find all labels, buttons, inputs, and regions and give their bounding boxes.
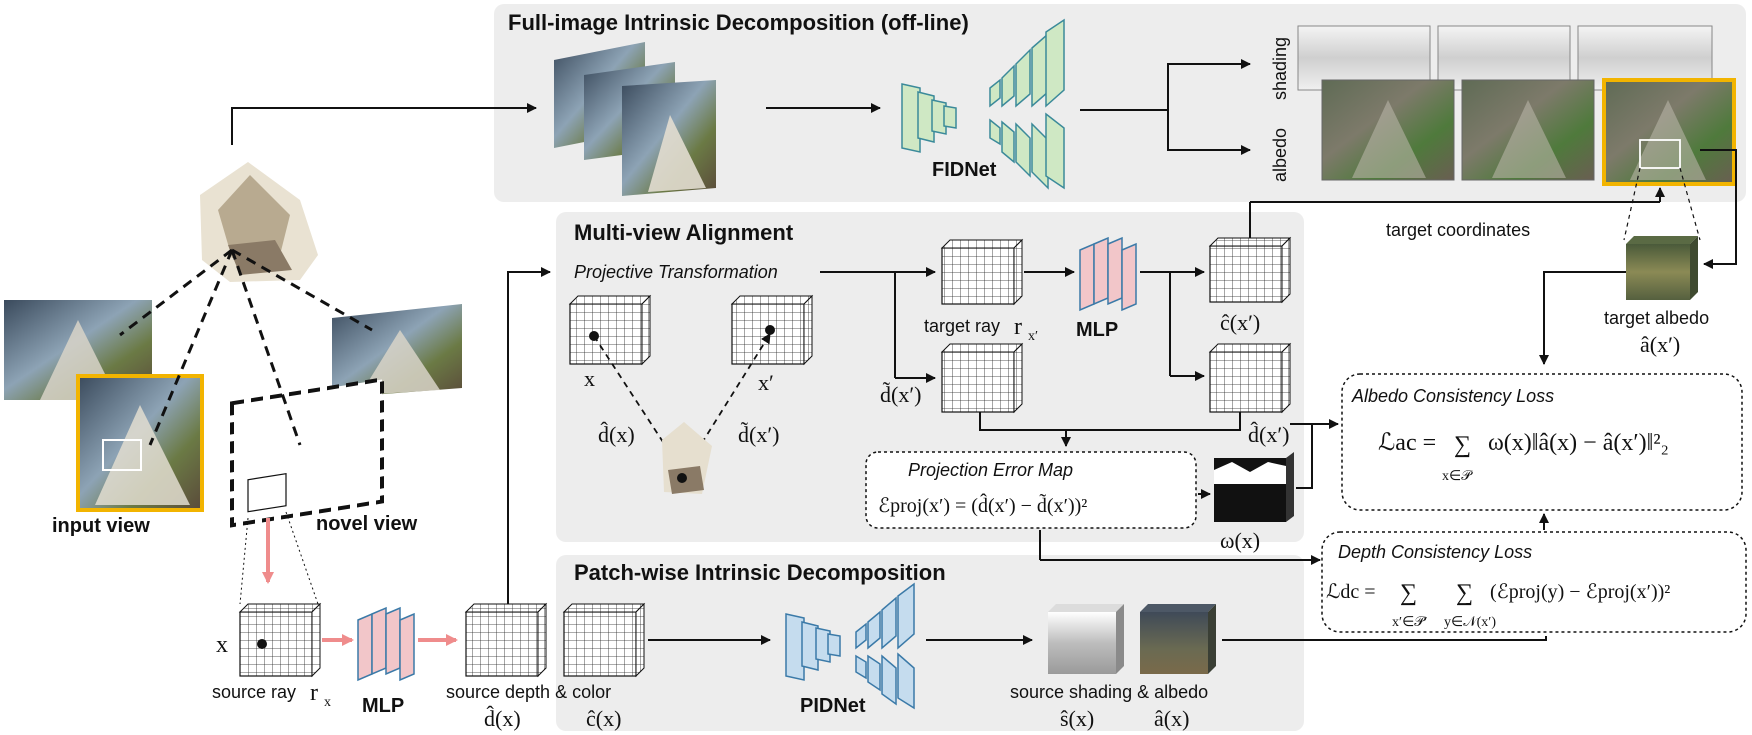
math-dc-sum2-sub: y∈𝒩(x′) <box>1444 615 1496 630</box>
depth-consistency-box <box>1321 531 1747 633</box>
to-projection-error <box>979 412 1241 447</box>
fidnet-output-branch <box>1080 59 1251 155</box>
grid-x <box>568 294 652 366</box>
target-albedo-map[interactable] <box>1602 78 1736 186</box>
math-x-prime: x′ <box>758 370 774 395</box>
to-albedo-loss <box>1290 419 1339 489</box>
math-x: x <box>584 366 595 391</box>
grid-x-prime <box>730 294 814 366</box>
source-depth-grid <box>464 602 548 678</box>
projection-error-label: Projection Error Map <box>908 460 1073 480</box>
arrow-scene-to-full <box>231 103 537 145</box>
camera-rays <box>119 248 373 446</box>
sum-dc-1: ∑ <box>1400 580 1417 606</box>
sum-dc-2: ∑ <box>1456 580 1473 606</box>
panel-title-full-image: Full-image Intrinsic Decomposition (off-… <box>508 10 969 35</box>
target-ray-grid <box>940 238 1024 306</box>
input-image-stack <box>554 42 716 196</box>
math-dc-sum1-sub: x′∈𝒫′ <box>1392 615 1427 630</box>
math-r-x-sub: x <box>324 695 331 710</box>
input-view-label: input view <box>52 515 150 537</box>
depth-consistency-label: Depth Consistency Loss <box>1338 542 1532 562</box>
projective-transformation-label: Projective Transformation <box>574 262 778 282</box>
source-ray-label: source ray <box>212 682 296 702</box>
input-view-photo[interactable] <box>76 374 204 512</box>
source-shading-block <box>1048 604 1124 674</box>
math-ac-sum-sub: x∈𝒫 <box>1442 469 1473 484</box>
source-depth-color-label: source depth & color <box>446 682 611 702</box>
novel-view-patch-guides <box>239 511 319 605</box>
fidnet-label: FIDNet <box>932 159 997 181</box>
mlp-bottom-block[interactable] <box>357 606 415 682</box>
novel-view-label: novel view <box>316 513 418 535</box>
projection-error-box <box>865 451 1197 529</box>
depth-grid-xp-right <box>1208 342 1292 414</box>
arrow-albedo-to-loss <box>1222 636 1547 641</box>
math-c-hat-xp: ĉ(x′) <box>1220 310 1260 335</box>
math-d-tilde-xp-left: d̃(x′) <box>880 382 921 407</box>
source-shading-albedo-label: source shading & albedo <box>1010 682 1208 702</box>
math-c-hat-x-bottom: ĉ(x) <box>586 706 621 731</box>
target-coordinates-label: target coordinates <box>1386 220 1530 240</box>
math-r-xp: r <box>1014 314 1022 340</box>
math-d-tilde-xp: d̃(x′) <box>738 422 779 447</box>
math-r-x: r <box>310 680 318 706</box>
novel-view-patch <box>247 473 287 513</box>
arrow-albedo-to-target <box>1700 149 1737 269</box>
small-scene <box>662 422 712 494</box>
math-dc-lhs: ℒdc = <box>1326 581 1376 603</box>
math-a-hat-xp: â(x′) <box>1640 332 1680 357</box>
albedo-label: albedo <box>1270 128 1290 182</box>
fidnet-block[interactable] <box>901 18 1065 190</box>
math-d-hat-x: d̂(x) <box>598 422 635 447</box>
math-ac-lhs: ℒac = <box>1378 430 1436 456</box>
target-albedo-block <box>1626 236 1698 300</box>
pidnet-label: PIDNet <box>800 695 866 717</box>
target-albedo-label: target albedo <box>1604 308 1709 328</box>
right-view-photo <box>332 304 462 398</box>
mlp-top-label: MLP <box>1076 319 1118 341</box>
mlp-top-block[interactable] <box>1079 236 1137 312</box>
math-ac-rhs: ω(x)‖â(x) − â(x′)‖²₂ <box>1488 430 1669 456</box>
shading-label: shading <box>1270 37 1290 100</box>
math-omega-x: ω(x) <box>1220 528 1260 553</box>
panel-title-patch-wise: Patch-wise Intrinsic Decomposition <box>574 560 946 585</box>
sum-ac: ∑ <box>1454 432 1471 458</box>
albedo-consistency-box <box>1341 373 1743 511</box>
albedo-consistency-label: Albedo Consistency Loss <box>1351 386 1554 406</box>
target-ray-label: target ray <box>924 316 1000 336</box>
math-s-hat-x-bottom: ŝ(x) <box>1060 706 1094 731</box>
math-d-hat-xp: d̂(x′) <box>1248 422 1289 447</box>
math-d-hat-x-bottom: d̂(x) <box>484 706 521 731</box>
arrow-depth-up-to-multiview <box>507 267 551 604</box>
math-x-source: x <box>216 632 228 658</box>
albedo-maps <box>1321 79 1595 181</box>
color-grid-xp <box>1208 236 1292 304</box>
weight-map <box>1214 452 1294 522</box>
arrow-target-to-ac <box>1539 271 1626 365</box>
math-proj-eq: ℰproj(x′) = (d̂(x′) − d̃(x′))² <box>878 492 1087 517</box>
multi-view-routing <box>820 267 936 383</box>
panel-patch-wise-bg <box>556 555 1304 731</box>
panel-title-multi-view: Multi-view Alignment <box>574 220 794 245</box>
mlp-top-outputs <box>1140 267 1205 381</box>
math-dc-rhs: (ℰproj(y) − ℰproj(x′))² <box>1490 581 1670 603</box>
scene-reconstruction <box>200 162 318 282</box>
math-a-hat-x-bottom: â(x) <box>1154 706 1189 731</box>
source-ray-grid <box>238 602 322 678</box>
depth-grid-xp-left <box>940 342 1024 414</box>
math-r-xp-sub: x′ <box>1028 329 1038 344</box>
source-color-grid <box>562 602 646 678</box>
source-albedo-block <box>1140 604 1216 674</box>
mlp-bottom-label: MLP <box>362 695 404 717</box>
pidnet-block[interactable] <box>785 582 915 710</box>
